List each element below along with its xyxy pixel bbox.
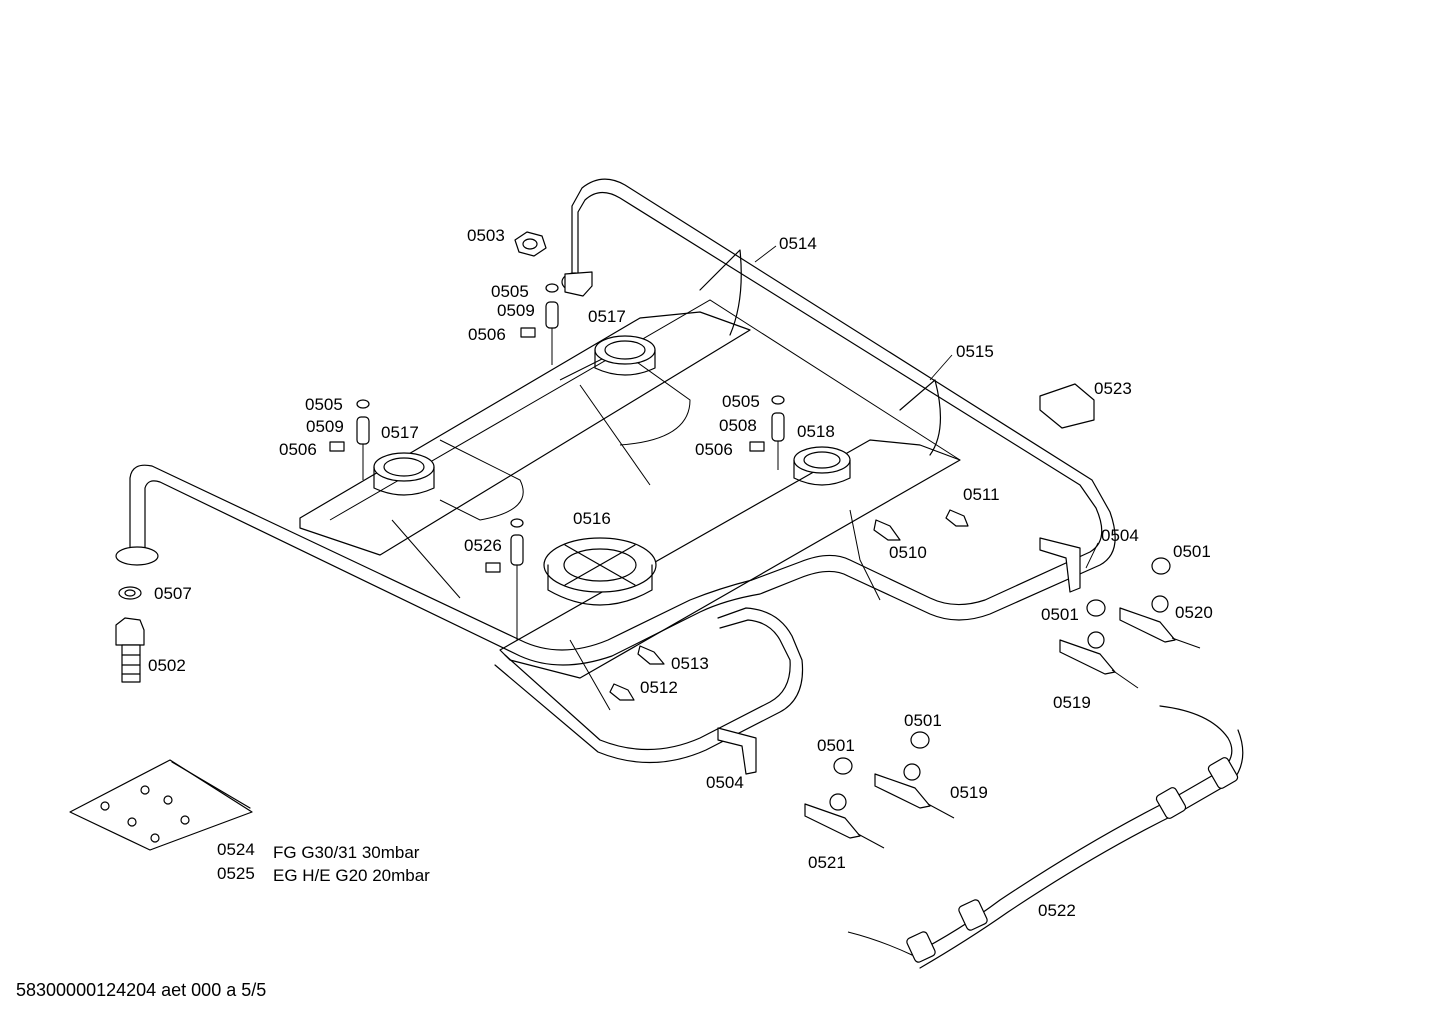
gas-inlet-0502 bbox=[115, 617, 145, 683]
label-0523: 0523 bbox=[1094, 379, 1132, 398]
label-0504-bottom: 0504 bbox=[706, 773, 744, 792]
electrode-0508 bbox=[749, 395, 785, 470]
valve-caps-0501 bbox=[833, 557, 1171, 775]
electrode-0526 bbox=[485, 518, 524, 640]
legend-fg: FG G30/31 30mbar bbox=[273, 843, 420, 862]
gas-valve-0519-bottom bbox=[874, 763, 955, 819]
label-0505-top: 0505 bbox=[491, 282, 529, 301]
label-0504-right: 0504 bbox=[1101, 526, 1139, 545]
label-0505-left: 0505 bbox=[305, 395, 343, 414]
label-0506-left: 0506 bbox=[279, 440, 317, 459]
seal-0507 bbox=[118, 586, 142, 600]
gas-valve-0521 bbox=[804, 793, 885, 849]
label-0519-top: 0519 bbox=[1053, 693, 1091, 712]
label-0525: 0525 bbox=[217, 864, 255, 883]
label-0507: 0507 bbox=[154, 584, 192, 603]
bracket-0504-right bbox=[1039, 537, 1081, 593]
label-0501-d: 0501 bbox=[817, 736, 855, 755]
label-0521: 0521 bbox=[808, 853, 846, 872]
label-0503: 0503 bbox=[467, 226, 505, 245]
nut-0503 bbox=[514, 231, 547, 257]
pipe-end-nut bbox=[564, 271, 593, 297]
label-0517-top: 0517 bbox=[588, 307, 626, 326]
label-0511: 0511 bbox=[963, 485, 1000, 504]
label-0515: 0515 bbox=[956, 342, 994, 361]
label-0516: 0516 bbox=[573, 509, 611, 528]
label-0509-left: 0509 bbox=[306, 417, 344, 436]
label-0517-left: 0517 bbox=[381, 423, 419, 442]
label-0512: 0512 bbox=[640, 678, 678, 697]
legend-eg: EG H/E G20 20mbar bbox=[273, 866, 430, 885]
leader-lines bbox=[754, 245, 1099, 569]
label-0514: 0514 bbox=[779, 234, 817, 253]
injector-bag-0524 bbox=[69, 759, 253, 851]
document-footer-code: 58300000124204 aet 000 a 5/5 bbox=[16, 980, 267, 1000]
label-0520: 0520 bbox=[1175, 603, 1213, 622]
label-0501-b: 0501 bbox=[1041, 605, 1079, 624]
burner-0516 bbox=[543, 537, 657, 606]
label-0505-right: 0505 bbox=[722, 392, 760, 411]
bracket-0504-bottom bbox=[717, 727, 757, 775]
label-0510: 0510 bbox=[889, 543, 927, 562]
terminal-block-0523 bbox=[1039, 383, 1095, 429]
label-0502: 0502 bbox=[148, 656, 186, 675]
label-0518: 0518 bbox=[797, 422, 835, 441]
gas-pipe-frame bbox=[115, 178, 1116, 764]
burner-0518 bbox=[793, 446, 851, 486]
label-0519-bottom: 0519 bbox=[950, 783, 988, 802]
burner-0517-left bbox=[373, 452, 435, 496]
label-0501-c: 0501 bbox=[904, 711, 942, 730]
burner-support-rails bbox=[299, 249, 961, 711]
label-0524: 0524 bbox=[217, 840, 255, 859]
label-0522: 0522 bbox=[1038, 901, 1076, 920]
label-0501-a: 0501 bbox=[1173, 542, 1211, 561]
label-0513: 0513 bbox=[671, 654, 709, 673]
part-labels: 0503 0514 0505 0509 0506 0517 0515 0523 … bbox=[148, 226, 1213, 920]
label-0508: 0508 bbox=[719, 416, 757, 435]
injectors bbox=[609, 509, 969, 701]
gas-valve-0520 bbox=[1119, 595, 1201, 649]
electrode-0509-top bbox=[520, 283, 559, 365]
gas-valve-0519-top bbox=[1059, 631, 1139, 689]
label-0506-right: 0506 bbox=[695, 440, 733, 459]
ignition-harness-0522 bbox=[847, 705, 1244, 969]
electrode-0509-left bbox=[329, 399, 370, 480]
pipe-end-left bbox=[115, 546, 159, 566]
label-0506-top: 0506 bbox=[468, 325, 506, 344]
burner-0517-top bbox=[594, 335, 656, 376]
label-0509-top: 0509 bbox=[497, 301, 535, 320]
label-0526: 0526 bbox=[464, 536, 502, 555]
